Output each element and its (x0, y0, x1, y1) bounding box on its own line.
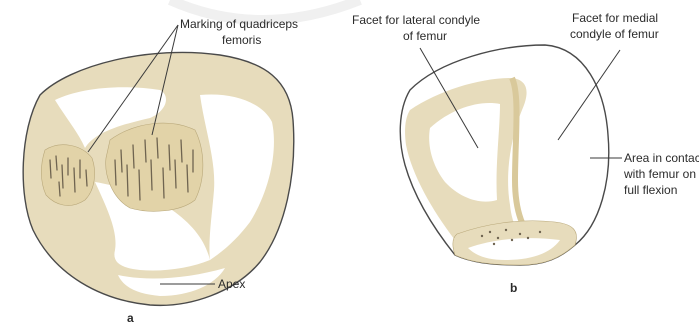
label-medial-line2: condyle of femur (570, 27, 659, 41)
quadriceps-marking-right (106, 123, 203, 211)
label-contact-line1: Area in contact (624, 151, 699, 165)
label-quadriceps-line2: femoris (222, 33, 261, 47)
label-lateral-line1: Facet for lateral condyle (352, 13, 480, 27)
label-lateral-line2: of femur (403, 29, 447, 43)
figure-a-anterior-patella: Marking of quadriceps femoris Apex a (23, 17, 298, 324)
label-quadriceps-line1: Marking of quadriceps (180, 17, 298, 31)
figure-b-posterior-patella: Facet for lateral condyle of femur Facet… (352, 11, 699, 295)
label-contact-line3: full flexion (624, 183, 677, 197)
label-contact-line2: with femur on (623, 167, 696, 181)
label-medial-line1: Facet for medial (572, 11, 658, 25)
panel-letter-a: a (127, 311, 134, 324)
label-apex: Apex (218, 277, 245, 291)
panel-letter-b: b (510, 281, 517, 295)
